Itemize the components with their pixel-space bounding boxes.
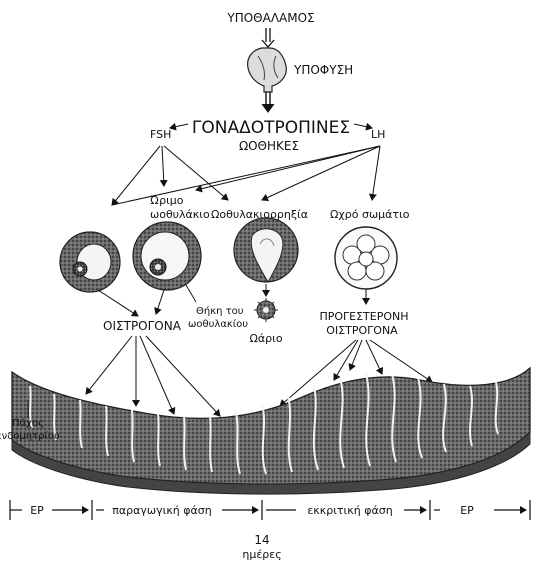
theca-pointer	[186, 285, 196, 302]
progesterone-label: ΠΡΟΓΕΣΤΕΡΟΝΗ	[319, 310, 408, 323]
theca-label-1: Θήκη του	[196, 305, 244, 317]
timeline-proliferative-phase: παραγωγική φάση	[112, 504, 211, 517]
timeline-ep-right: ΕΡ	[460, 504, 474, 517]
primary-follicle-drawing	[60, 232, 120, 292]
mature-follicle-drawing	[133, 222, 201, 290]
pituitary-gland-drawing	[248, 48, 287, 112]
estrogen-left-label: ΟΙΣΤΡΟΓΟΝΑ	[103, 319, 182, 333]
timeline-days-unit: ημέρες	[242, 548, 281, 561]
mature-follicle-label-2: ωοθυλάκιο	[150, 208, 210, 221]
estrogen-effect-arrows	[86, 336, 220, 416]
hypothalamus-arrow	[262, 28, 274, 47]
timeline-ep-left: ΕΡ	[30, 504, 44, 517]
theca-label-2: ωοθυλακίου	[188, 318, 248, 330]
lh-label: LH	[371, 128, 385, 141]
timeline-secretory-phase: εκκριτική φάση	[307, 504, 392, 517]
endometrium-drawing	[12, 368, 530, 494]
thickness-label-1: Πάχος	[12, 417, 44, 429]
corpus-luteum-label: Ωχρό σωμάτιο	[330, 208, 410, 221]
thickness-label-2: ενδομητρίου	[0, 430, 60, 442]
cycle-timeline	[10, 500, 530, 520]
ovulating-follicle-drawing	[234, 218, 298, 282]
ovum-label: Ωάριο	[249, 332, 282, 345]
follicle-to-estrogen-arrows	[98, 290, 164, 316]
gonadotropins-label: ΓΟΝΑΔΟΤΡΟΠΙΝΕΣ	[192, 118, 350, 138]
timeline-day-number: 14	[254, 533, 269, 547]
ovarian-label: ΩΟΘΗΚΕΣ	[239, 139, 299, 153]
ovum-drawing	[254, 284, 278, 322]
fsh-label: FSH	[150, 128, 171, 141]
corpus-luteum-drawing	[335, 227, 397, 289]
estrogen-right-label: ΟΙΣΤΡΟΓΟΝΑ	[326, 324, 398, 337]
hypothalamus-label: ΥΠΟΘΑΛΑΜΟΣ	[226, 11, 314, 25]
mature-follicle-label-1: Ώριμο	[149, 194, 184, 207]
pituitary-label: ΥΠΟΦΥΣΗ	[293, 63, 353, 77]
